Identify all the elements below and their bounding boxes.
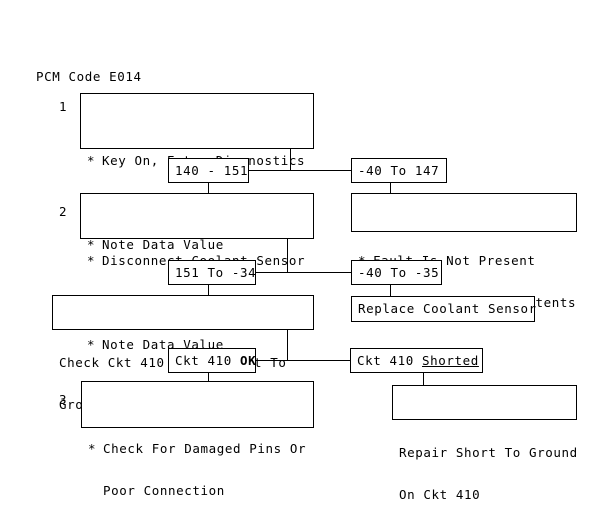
- node-branch1-right[interactable]: -40 To 147: [351, 158, 447, 183]
- bullet-icon: *: [87, 337, 96, 352]
- connector-branch1-right-down: [390, 183, 391, 194]
- result3-line-2: On Ckt 410: [399, 487, 481, 502]
- node-step2[interactable]: * Disconnect Coolant Sensor Connector * …: [80, 193, 314, 352]
- step1-bullet-line-3: * Note Data Value: [87, 237, 224, 252]
- step-number-3: 3: [59, 392, 68, 407]
- step3-bullet-line-2: Poor Connection: [103, 483, 225, 498]
- result3-line-1: Repair Short To Ground: [399, 445, 578, 460]
- bullet-icon: *: [88, 441, 97, 456]
- connector-branch1-bus: [248, 170, 352, 171]
- branch3-right-prefix: Ckt 410: [357, 352, 423, 368]
- node-step1[interactable]: * Key On, Enter Diagnostics * Select PCM…: [80, 93, 314, 252]
- branch1-right-label: -40 To 147: [358, 162, 440, 178]
- connector-branch2-right-down: [390, 285, 391, 296]
- node-branch2-left[interactable]: 151 To -34: [168, 260, 256, 285]
- node-branch2-right[interactable]: -40 To -35: [351, 260, 442, 285]
- branch1-left-label: 140 - 151: [175, 162, 249, 178]
- node-result3[interactable]: Repair Short To Ground On Ckt 410: [392, 385, 577, 502]
- result2-line-1: Replace Coolant Sensor: [358, 301, 537, 316]
- node-result1[interactable]: * Fault Is Not Present * See Note On Int…: [351, 193, 577, 310]
- connector-branch1-left-down: [208, 183, 209, 194]
- connector-step1-down: [290, 149, 291, 171]
- node-action2[interactable]: Check Ckt 410 For A Short To Ground Or A…: [52, 295, 314, 412]
- connector-branch2-left-down: [208, 285, 209, 296]
- branch3-left-prefix: Ckt 410: [175, 352, 241, 368]
- connector-step2-down: [287, 239, 288, 273]
- connector-branch3-bus: [255, 360, 351, 361]
- node-branch1-left[interactable]: 140 - 151: [168, 158, 249, 183]
- connector-action2-down: [287, 330, 288, 361]
- step-number-2: 2: [59, 204, 68, 219]
- connector-branch3-left-down: [208, 373, 209, 382]
- connector-branch2-bus: [255, 272, 352, 273]
- node-branch3-left[interactable]: Ckt 410 OK: [168, 348, 256, 373]
- step-number-1: 1: [59, 99, 68, 114]
- branch3-right-emphasis: Shorted: [422, 352, 479, 368]
- branch2-right-label: -40 To -35: [358, 264, 440, 280]
- bullet-icon: *: [87, 153, 96, 168]
- bullet-icon: *: [87, 253, 96, 268]
- branch3-right-label: Ckt 410 Shorted: [351, 352, 485, 368]
- step3-bullet-line-1: * Check For Damaged Pins Or: [88, 441, 307, 456]
- bullet-icon: *: [87, 237, 96, 252]
- branch3-left-emphasis: OK: [240, 352, 257, 368]
- node-branch3-right[interactable]: Ckt 410 Shorted: [350, 348, 483, 373]
- connector-branch3-right-down: [423, 373, 424, 385]
- branch2-left-label: 151 To -34: [175, 264, 257, 280]
- page-title: PCM Code E014: [36, 69, 142, 84]
- node-step3[interactable]: * Check For Damaged Pins Or Poor Connect…: [81, 381, 314, 498]
- branch3-left-label: Ckt 410 OK: [169, 352, 262, 368]
- node-result2[interactable]: Replace Coolant Sensor: [351, 296, 536, 322]
